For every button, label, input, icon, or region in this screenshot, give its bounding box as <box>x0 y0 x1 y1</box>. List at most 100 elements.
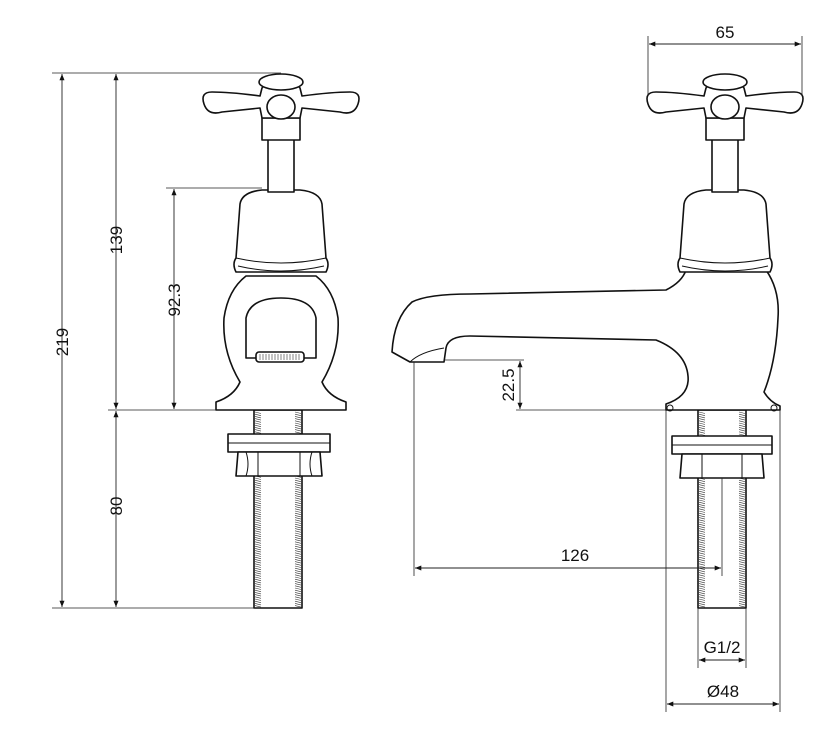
thread-line <box>294 574 302 577</box>
side-shroud <box>677 189 773 273</box>
thread-line <box>254 508 262 511</box>
thread-line <box>254 504 262 507</box>
thread-line <box>294 572 302 575</box>
thread-line <box>294 508 302 511</box>
thread-line <box>698 517 706 520</box>
thread-line <box>294 563 302 566</box>
thread-line <box>294 486 302 489</box>
thread-line <box>738 504 746 507</box>
front-spout-opening <box>245 297 317 359</box>
thread-line <box>254 482 262 485</box>
thread-line <box>698 420 706 423</box>
front-aerator <box>255 351 305 363</box>
thread-line <box>254 605 262 608</box>
thread-line <box>738 484 746 487</box>
thread-line <box>698 418 706 421</box>
front-shroud <box>233 189 329 273</box>
thread-line <box>738 418 746 421</box>
thread-line <box>294 427 302 430</box>
thread-line <box>254 416 262 419</box>
thread-line <box>738 570 746 573</box>
thread-line <box>294 567 302 570</box>
thread-line <box>294 550 302 553</box>
thread-line <box>254 499 262 502</box>
thread-line <box>294 581 302 584</box>
thread-line <box>294 587 302 590</box>
thread-line <box>294 493 302 496</box>
thread-line <box>254 594 262 597</box>
thread-line <box>294 594 302 597</box>
side-body-spout <box>391 269 781 411</box>
thread-line <box>254 541 262 544</box>
thread-line <box>738 510 746 513</box>
thread-line <box>294 576 302 579</box>
thread-line <box>738 497 746 500</box>
thread-line <box>294 530 302 533</box>
thread-line <box>738 530 746 533</box>
side-nut <box>679 453 765 479</box>
thread-line <box>738 581 746 584</box>
dim-spout-reach: 126 <box>561 546 589 565</box>
thread-line <box>294 512 302 515</box>
thread-line <box>738 523 746 526</box>
thread-line <box>698 556 706 559</box>
thread-line <box>254 495 262 498</box>
thread-line <box>738 552 746 555</box>
thread-line <box>254 479 262 482</box>
dim-body-height: 92.3 <box>165 283 184 316</box>
thread-line <box>698 561 706 564</box>
thread-line <box>738 495 746 498</box>
thread-line <box>698 589 706 592</box>
thread-line <box>738 594 746 597</box>
thread-line <box>738 596 746 599</box>
front-handle-cap <box>258 73 304 91</box>
thread-line <box>698 504 706 507</box>
thread-line <box>738 429 746 432</box>
thread-line <box>738 576 746 579</box>
thread-line <box>698 572 706 575</box>
thread-line <box>738 420 746 423</box>
thread-line <box>698 594 706 597</box>
thread-line <box>738 583 746 586</box>
thread-line <box>698 497 706 500</box>
thread-line <box>698 431 706 434</box>
thread-line <box>294 528 302 531</box>
thread-line <box>698 563 706 566</box>
thread-line <box>738 554 746 557</box>
thread-line <box>254 545 262 548</box>
thread-line <box>738 603 746 606</box>
thread-line <box>294 523 302 526</box>
thread-line <box>698 411 706 414</box>
thread-line <box>254 585 262 588</box>
thread-line <box>254 596 262 599</box>
thread-line <box>738 528 746 531</box>
thread-line <box>254 543 262 546</box>
thread-line <box>738 416 746 419</box>
thread-line <box>294 506 302 509</box>
thread-line <box>254 506 262 509</box>
thread-line <box>254 570 262 573</box>
thread-line <box>698 521 706 524</box>
thread-line <box>294 578 302 581</box>
thread-line <box>294 515 302 518</box>
thread-line <box>254 567 262 570</box>
thread-line <box>698 506 706 509</box>
thread-line <box>254 486 262 489</box>
thread-line <box>698 515 706 518</box>
side-handle-cap <box>702 73 748 91</box>
thread-line <box>254 413 262 416</box>
thread-line <box>294 517 302 520</box>
thread-line <box>254 488 262 491</box>
thread-line <box>294 600 302 603</box>
thread-line <box>738 422 746 425</box>
thread-line <box>698 539 706 542</box>
thread-line <box>294 559 302 562</box>
thread-line <box>294 539 302 542</box>
thread-line <box>294 537 302 540</box>
thread-line <box>294 420 302 423</box>
thread-line <box>698 501 706 504</box>
thread-line <box>698 600 706 603</box>
thread-line <box>738 526 746 529</box>
thread-line <box>254 490 262 493</box>
thread-line <box>698 424 706 427</box>
